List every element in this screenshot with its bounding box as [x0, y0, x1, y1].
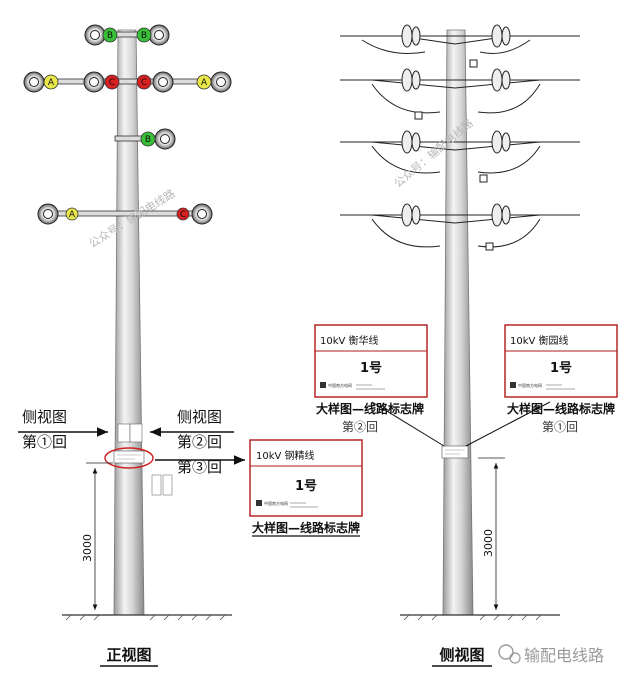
side-right-sign-number: 1号 [550, 361, 572, 376]
phase-label-c1: C [109, 78, 115, 88]
front-height-dimension: 3000 [81, 534, 94, 562]
side-crossarms [340, 24, 580, 251]
side-view: 3000 侧视图 [340, 24, 580, 667]
front-pole [113, 29, 145, 616]
side-sign-left: 10kV 衡华线 1号 中国南方电网 大样图—线路标志牌 第②回 [314, 324, 428, 434]
side-view-label-left: 侧视图 [22, 408, 67, 426]
front-view: B B A C C A B A C 侧视图 第①回 侧视图 第②回 [18, 24, 245, 667]
front-sign-org: 中国南方电网 [264, 500, 288, 506]
circuit-1-label: 第①回 [22, 433, 67, 451]
front-sign-caption: 大样图—线路标志牌 [252, 520, 360, 535]
phase-label-c2: C [141, 78, 147, 88]
side-view-label-right: 侧视图 [177, 408, 222, 426]
side-height-dimension: 3000 [482, 529, 495, 557]
front-view-title: 正视图 [106, 646, 151, 664]
phase-label-b1: B [107, 31, 113, 41]
phase-label-a2: A [201, 78, 208, 88]
side-sign-right: 10kV 衡园线 1号 中国南方电网 大样图—线路标志牌 第①回 [504, 324, 618, 434]
side-left-sign-caption: 大样图—线路标志牌 [316, 401, 424, 416]
watermark-logo: 输配电线路 [498, 644, 604, 665]
sign-highlight-ellipse [104, 447, 154, 469]
side-right-sign-line-name: 10kV 衡园线 [510, 334, 569, 347]
phase-label-c3: C [180, 210, 186, 220]
side-right-sign-caption: 大样图—线路标志牌 [507, 401, 615, 416]
front-detail-sign: 10kV 钢精线 1号 中国南方电网 大样图—线路标志牌 [249, 439, 363, 537]
phase-label-a1: A [48, 78, 55, 88]
side-left-sign-number: 1号 [360, 361, 382, 376]
front-sign-number: 1号 [295, 479, 317, 494]
side-pole [442, 29, 474, 616]
phase-label-b3: B [145, 135, 151, 145]
circuit-3-label: 第③回 [177, 458, 222, 476]
side-right-circuit: 第①回 [542, 420, 578, 434]
side-left-sign-org: 中国南方电网 [328, 382, 352, 388]
side-left-circuit: 第②回 [342, 420, 378, 434]
circuit-2-label: 第②回 [177, 433, 222, 451]
side-left-sign-line-name: 10kV 衡华线 [320, 334, 379, 347]
side-right-sign-org: 中国南方电网 [518, 382, 542, 388]
wechat-icon [498, 644, 514, 660]
watermark-logo-text: 输配电线路 [524, 646, 604, 665]
front-sign-line-name: 10kV 钢精线 [256, 449, 315, 462]
side-view-title: 侧视图 [439, 646, 484, 664]
phase-label-b2: B [141, 31, 147, 41]
phase-markers [43, 27, 212, 221]
phase-label-a3: A [69, 210, 76, 220]
